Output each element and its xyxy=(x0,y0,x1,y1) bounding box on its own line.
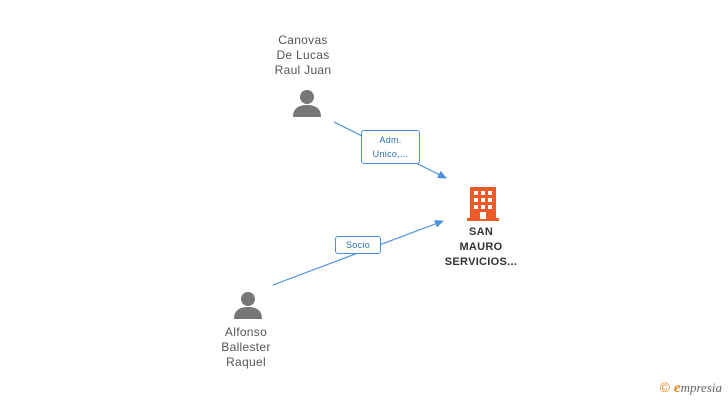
company-name[interactable]: SAN MAURO SERVICIOS... xyxy=(416,225,546,270)
edge-label-line: Adm. xyxy=(379,135,402,145)
brand-initial: e xyxy=(673,380,681,396)
person-name-line: Raul Juan xyxy=(274,63,332,77)
brand-logo[interactable]: ©empresia xyxy=(660,378,722,396)
edge-label-admin[interactable]: Adm. Unico,... xyxy=(361,130,420,164)
company-name-line: SERVICIOS... xyxy=(444,256,518,268)
person-icon[interactable] xyxy=(233,290,263,320)
person-name-line: Alfonso xyxy=(224,325,268,339)
person-name-top[interactable]: Canovas De Lucas Raul Juan xyxy=(243,33,363,78)
company-name-line: SAN xyxy=(468,226,494,238)
person-name-line: Ballester xyxy=(221,340,271,354)
edge-label-line: Socio xyxy=(345,240,370,250)
company-name-line: MAURO xyxy=(459,241,503,253)
person-name-bottom[interactable]: Alfonso Ballester Raquel xyxy=(186,325,306,370)
copyright-symbol: © xyxy=(659,379,670,395)
edge-label-line: Unico,... xyxy=(372,149,409,159)
person-name-line: Canovas xyxy=(278,33,328,47)
edge-label-socio[interactable]: Socio xyxy=(335,236,381,254)
building-icon[interactable] xyxy=(466,185,500,221)
person-name-line: De Lucas xyxy=(276,48,330,62)
brand-name: mpresia xyxy=(680,380,722,395)
person-icon[interactable] xyxy=(292,88,322,118)
person-name-line: Raquel xyxy=(226,355,266,369)
